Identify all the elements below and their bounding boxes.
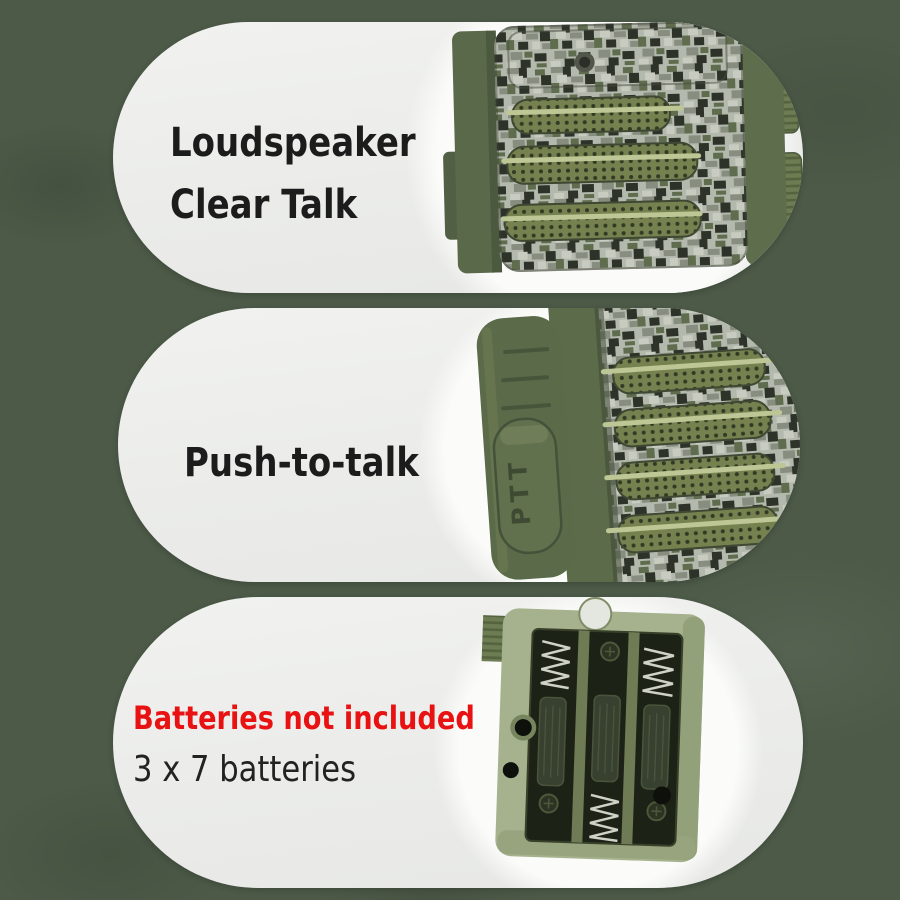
feature-panel-loudspeaker: Loudspeaker Clear Talk <box>113 22 803 293</box>
feature-panel-push-to-talk: PTT Push-to-talk <box>118 308 800 582</box>
batteries-warning-text: Batteries not included <box>133 699 475 737</box>
feature-title-line: Push-to-talk <box>184 440 419 486</box>
photo-highlight-circle <box>418 308 758 582</box>
feature-caption: Batteries not included 3 x 7 batteries <box>133 695 535 793</box>
feature-title-line: Loudspeaker <box>170 120 416 166</box>
feature-panel-batteries: Batteries not included 3 x 7 batteries <box>113 597 803 888</box>
feature-caption: Loudspeaker Clear Talk <box>170 112 459 236</box>
batteries-spec-text: 3 x 7 batteries <box>133 749 357 790</box>
feature-caption: Push-to-talk <box>184 432 460 494</box>
photo-highlight-circle <box>405 22 801 293</box>
feature-title-line: Clear Talk <box>170 182 358 228</box>
